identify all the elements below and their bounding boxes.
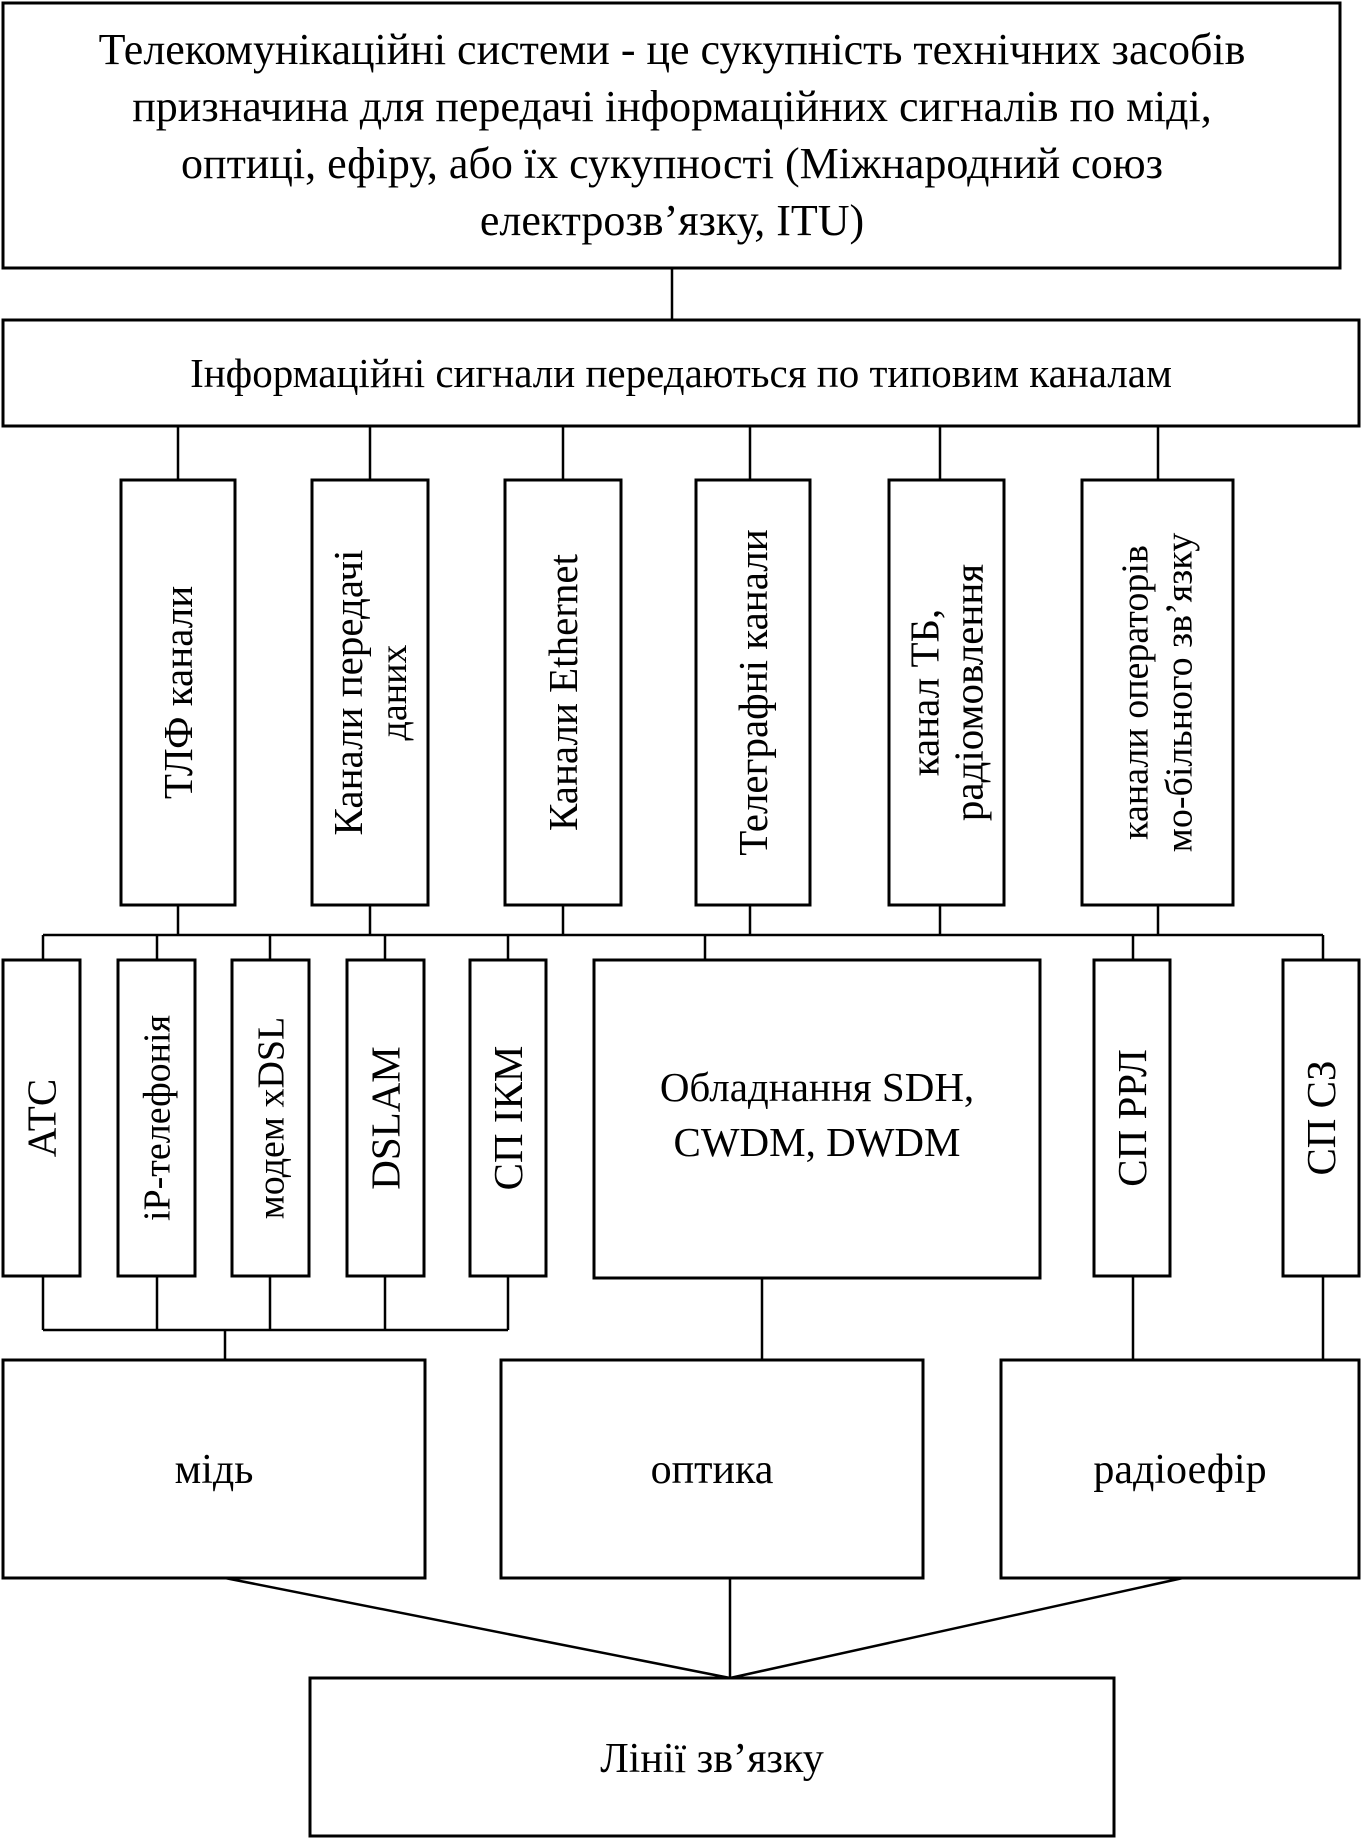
- media-label: мідь: [175, 1447, 254, 1493]
- media-label: радіоефір: [1093, 1447, 1266, 1493]
- equipment-box-frame: [345, 958, 426, 1278]
- equipment-box-frame: [116, 958, 197, 1278]
- channel-label: Телеграфні канали: [730, 529, 776, 855]
- channel-label: канали операторів: [1115, 545, 1157, 840]
- channel-box-ethernet: Канали Ethernet: [503, 478, 623, 907]
- equipment-label: СП РРЛ: [1109, 1049, 1155, 1187]
- definition-line: Телекомунікаційні системи - це сукупніст…: [99, 25, 1246, 74]
- channel-box-frame: [503, 478, 623, 907]
- equipment-box-frame: [230, 958, 311, 1278]
- equipment-box-ats: АТС: [1, 958, 82, 1278]
- result-box: Лінії зв’язку: [308, 1676, 1116, 1838]
- channel-box-frame: [119, 478, 237, 907]
- channel-label: даних: [373, 645, 415, 741]
- converging-line: [224, 1576, 731, 1680]
- equipment-label: CWDM, DWDM: [674, 1119, 961, 1165]
- definition-box-frame: [1, 1, 1342, 270]
- channel-box-frame: [1080, 478, 1235, 907]
- equipment-box-frame: [468, 958, 548, 1278]
- equipment-label: Обладнання SDH,: [660, 1064, 974, 1110]
- equipment-label: DSLAM: [363, 1046, 409, 1190]
- result-box-frame: [308, 1676, 1116, 1838]
- media-box-frame: [1, 1358, 427, 1580]
- equipment-box-ip-telephony: iP-телефонія: [116, 958, 197, 1278]
- equipment-box-xdsl-modem: модем xDSL: [230, 958, 311, 1278]
- converging-line: [729, 1576, 1184, 1680]
- definition-line: електрозв’язку, ITU): [480, 196, 864, 245]
- channel-box-data: Канали передачі даних: [310, 478, 430, 907]
- equipment-label: СП СЗ: [1298, 1060, 1344, 1175]
- result-label: Лінії зв’язку: [600, 1736, 824, 1782]
- equipment-label: АТС: [19, 1079, 65, 1157]
- definition-line: оптиці, ефіру, або їх сукупності (Міжнар…: [181, 139, 1163, 188]
- channel-box-telegraph: Телеграфні канали: [694, 478, 812, 907]
- channel-box-tv-radio: канал ТБ, радіомовлення: [887, 478, 1006, 907]
- channel-box-mobile: канали операторів мо-більного зв’язку: [1080, 478, 1235, 907]
- definition-box: Телекомунікаційні системи - це сукупніст…: [1, 1, 1342, 270]
- channel-label: Канали Ethernet: [540, 553, 586, 831]
- media-box-radio: радіоефір: [999, 1358, 1361, 1580]
- channel-box-tlf: ТЛФ канали: [119, 478, 237, 907]
- channels-header-frame: [1, 318, 1361, 428]
- channels-header-text: Інформаційні сигнали передаються по типо…: [190, 350, 1172, 396]
- media-box-copper: мідь: [1, 1358, 427, 1580]
- equipment-box-rrl: СП РРЛ: [1092, 958, 1172, 1278]
- media-label: оптика: [651, 1447, 774, 1493]
- equipment-box-pcm: СП ІКМ: [468, 958, 548, 1278]
- media-box-frame: [999, 1358, 1361, 1580]
- equipment-box-frame: [1281, 958, 1361, 1278]
- channel-label: ТЛФ канали: [155, 586, 201, 799]
- equipment-label: СП ІКМ: [485, 1046, 531, 1191]
- equipment-box-dslam: DSLAM: [345, 958, 426, 1278]
- equipment-box-frame: [592, 958, 1042, 1280]
- channel-box-frame: [887, 478, 1006, 907]
- channel-box-frame: [694, 478, 812, 907]
- equipment-box-sz: СП СЗ: [1281, 958, 1361, 1278]
- connectors: [41, 268, 1325, 1680]
- channel-label: мо-більного зв’язку: [1159, 533, 1201, 852]
- equipment-box-frame: [1092, 958, 1172, 1278]
- equipment-box-sdh: Обладнання SDH, CWDM, DWDM: [592, 958, 1042, 1280]
- equipment-label: модем xDSL: [251, 1017, 293, 1220]
- channels-header-box: Інформаційні сигнали передаються по типо…: [1, 318, 1361, 428]
- equipment-box-frame: [1, 958, 82, 1278]
- equipment-label: iP-телефонія: [137, 1015, 179, 1221]
- channel-label: Канали передачі: [325, 550, 371, 836]
- media-box-optics: оптика: [499, 1358, 925, 1580]
- media-box-frame: [499, 1358, 925, 1580]
- channel-box-frame: [310, 478, 430, 907]
- channel-label: радіомовлення: [946, 564, 992, 821]
- channel-label: канал ТБ,: [902, 609, 948, 777]
- definition-line: призначина для передачі інформаційних си…: [132, 82, 1212, 131]
